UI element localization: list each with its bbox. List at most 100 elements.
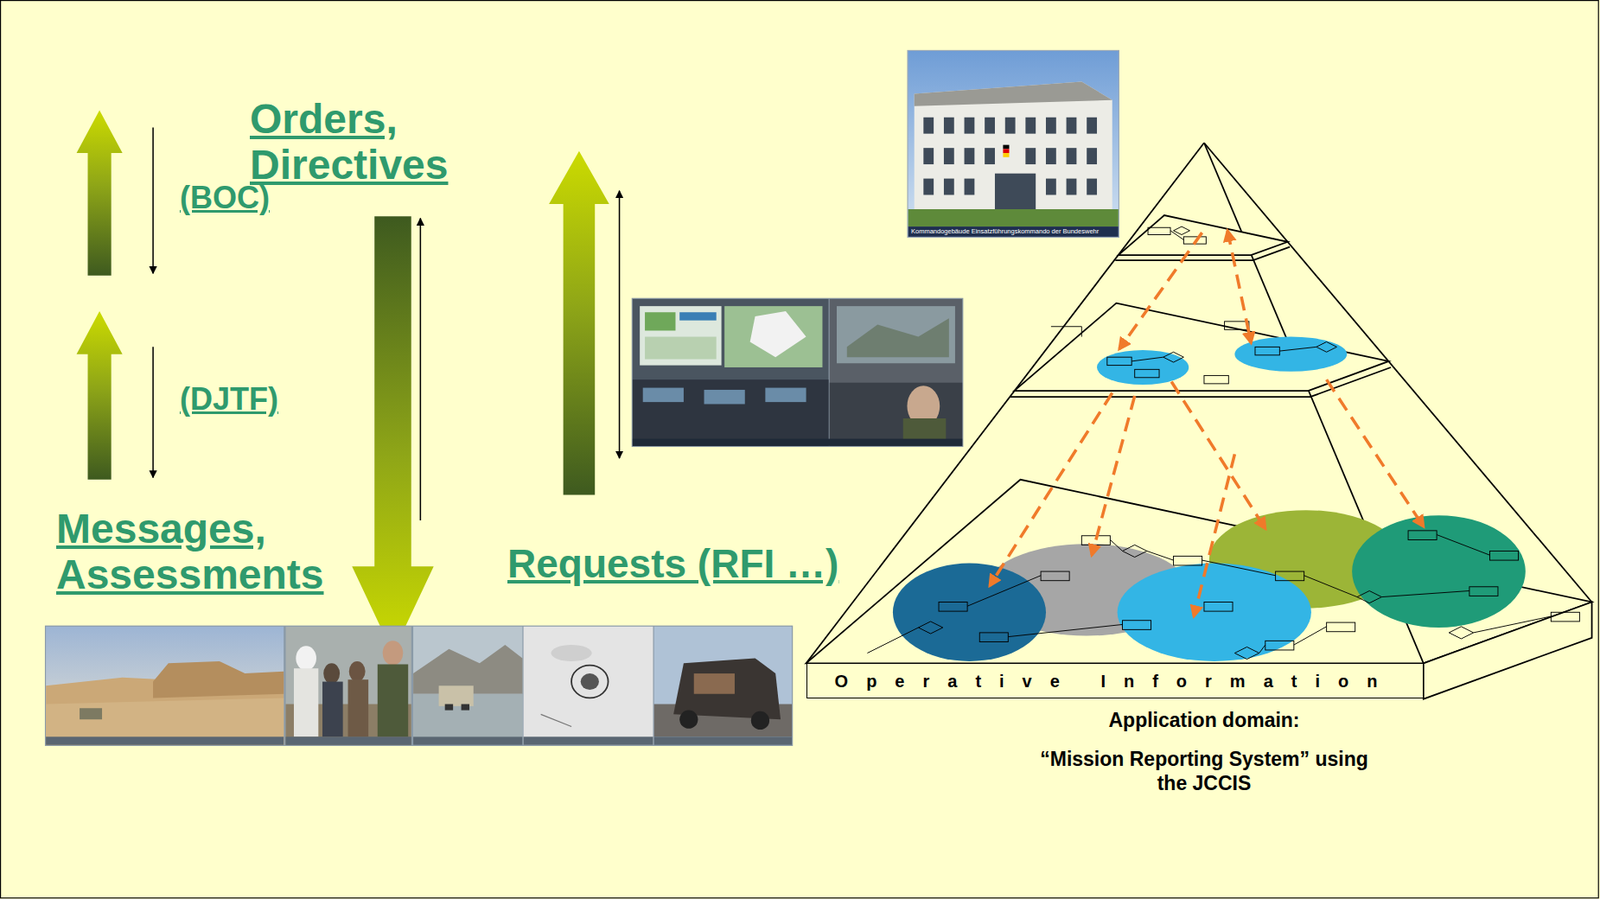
level-label: (BOC) xyxy=(179,179,270,216)
process-sketches-part xyxy=(1259,644,1266,653)
control-room-photo-part xyxy=(724,305,823,368)
process-sketches-part xyxy=(1109,539,1122,551)
process-sketches-part xyxy=(1469,586,1499,597)
level-label: (DJTF) xyxy=(179,381,279,417)
process-sketches-part xyxy=(1255,346,1280,355)
process-sketches-part xyxy=(1204,601,1233,612)
flow-label: Orders, Directives xyxy=(249,95,448,188)
process-sketches-part xyxy=(1381,590,1470,597)
building-photo-part-part xyxy=(1005,117,1016,134)
information-flow-arrows-part xyxy=(1326,379,1424,527)
process-sketches-part xyxy=(1316,341,1338,352)
building-photo-part-part xyxy=(1086,117,1097,134)
process-sketches-part xyxy=(1040,571,1070,581)
building-photo-part xyxy=(914,81,1113,214)
control-room-photo-part xyxy=(679,312,716,320)
flow-label: Messages, Assessments xyxy=(56,506,351,599)
level-label: (DJTF) xyxy=(179,381,279,417)
pyramid-part xyxy=(1010,367,1391,397)
building-photo-part-part xyxy=(1086,147,1097,165)
photo-strip-part xyxy=(286,736,412,745)
building-photo-part xyxy=(906,50,1120,238)
process-sketches-part xyxy=(1490,550,1519,561)
process-sketches-part xyxy=(1173,226,1191,235)
photo-strip-part xyxy=(654,736,792,745)
process-sketches xyxy=(866,226,1580,660)
photo-strip-part xyxy=(439,685,474,707)
process-sketches-part xyxy=(1473,616,1552,633)
control-room-photo-part xyxy=(836,305,956,364)
thin-arrows-part xyxy=(420,218,422,521)
thin-arrows-part xyxy=(152,346,154,478)
building-photo-part-part xyxy=(994,173,1036,215)
control-room-photo-part xyxy=(847,318,950,357)
building-photo-part-part xyxy=(964,117,976,134)
photo-strip-part xyxy=(45,626,284,746)
domain-ellipses-part xyxy=(1117,563,1312,662)
process-sketches-part xyxy=(1294,626,1327,645)
process-sketches-part xyxy=(1408,530,1437,541)
photo-strip-part xyxy=(654,626,792,746)
building-photo-part-part xyxy=(1066,147,1078,165)
process-sketches-part xyxy=(1326,622,1356,632)
building-photo-part-part xyxy=(1045,178,1057,196)
band-text: Operative Information xyxy=(835,670,1397,692)
information-flow-arrows-part xyxy=(1119,232,1203,350)
flow-label: Requests (RFI …) xyxy=(507,541,839,587)
photo-strip-part xyxy=(541,713,572,727)
photo-strip-part xyxy=(349,661,366,683)
building-photo-part-part xyxy=(964,178,976,196)
photo-strip-part xyxy=(295,645,317,670)
photo-strip-part xyxy=(445,704,453,711)
process-sketches-part xyxy=(1448,626,1473,639)
domain-ellipses-part xyxy=(1096,350,1189,385)
building-photo-part-part xyxy=(1066,178,1078,196)
pyramid-part xyxy=(1118,215,1288,255)
domain-ellipses-part xyxy=(1351,515,1526,628)
flow-arrows-part xyxy=(351,216,434,653)
information-flow-arrows-part xyxy=(1171,381,1266,529)
photo-strip-part xyxy=(523,736,654,745)
control-room-photo-part xyxy=(829,382,963,447)
building-photo-part-part xyxy=(1025,117,1036,134)
control-room-photo xyxy=(631,298,964,447)
control-room-photo-part xyxy=(639,305,721,365)
building-photo xyxy=(906,50,1120,238)
process-sketches-part xyxy=(1357,590,1382,603)
photo-strip-part xyxy=(679,710,698,729)
photo-strip-part xyxy=(152,661,284,698)
photo-strip-part xyxy=(44,625,793,746)
thin-arrows-part xyxy=(618,191,621,459)
process-sketches-part xyxy=(967,575,1041,606)
process-sketches-part xyxy=(1147,227,1171,235)
control-room-photo-part xyxy=(643,388,684,403)
flow-arrows-part xyxy=(76,109,123,275)
building-photo-part xyxy=(923,117,1097,215)
process-sketches-part xyxy=(1131,356,1164,362)
caption-text: “Mission Reporting System” using the JCC… xyxy=(1039,747,1369,795)
photo-strip-part xyxy=(45,697,284,745)
flow-label: Messages, Assessments xyxy=(56,505,325,598)
flow-label: Requests (RFI …) xyxy=(507,541,839,587)
process-sketches-part xyxy=(1173,555,1203,566)
building-photo-part-part xyxy=(1045,117,1057,134)
process-sketches-part xyxy=(1204,375,1229,383)
flow-arrows-part xyxy=(548,151,610,496)
photo-strip-part xyxy=(323,662,340,684)
building-photo-part xyxy=(914,81,1113,106)
control-room-photo-part xyxy=(644,312,676,331)
process-sketches-part xyxy=(1122,620,1152,631)
building-photo-part-part xyxy=(1045,147,1057,165)
control-room-photo-part xyxy=(764,388,806,403)
photo-strip-part xyxy=(348,679,370,737)
caption-text: “Mission Reporting System” using the JCC… xyxy=(1039,747,1369,796)
process-sketches-part xyxy=(1265,640,1295,651)
process-sketches-part xyxy=(1147,550,1174,561)
photo-strip-part xyxy=(413,736,523,745)
process-sketches-part xyxy=(1170,230,1184,241)
process-sketches-part xyxy=(917,621,943,634)
flow-arrows-part xyxy=(76,311,123,480)
caption-text: Application domain: xyxy=(1022,708,1386,734)
information-flow-arrows-part xyxy=(1193,453,1235,617)
